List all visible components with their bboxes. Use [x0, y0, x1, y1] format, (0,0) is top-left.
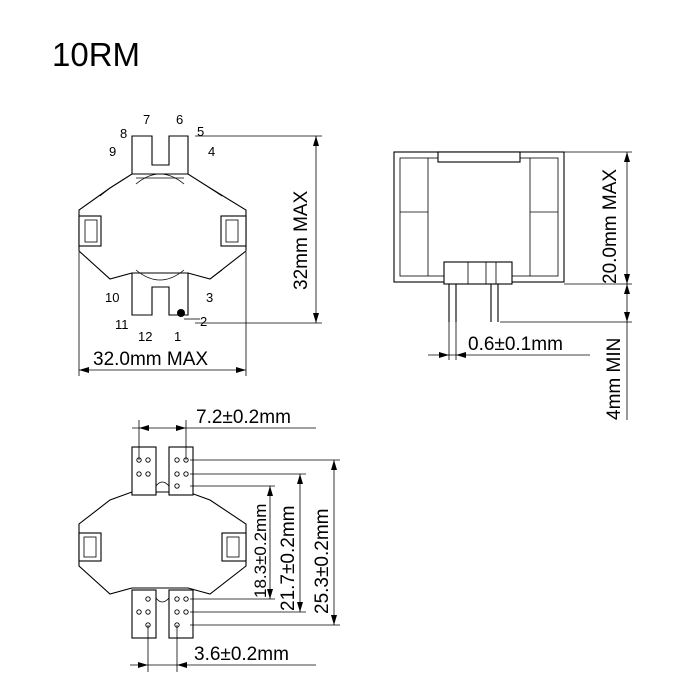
footprint-view: 7.2±0.2mm 18.3±0.2mm 21.7±0.2mm 25.3±0.2… — [78, 407, 340, 672]
footprint-top-notch — [155, 481, 170, 487]
pin-label-11: 11 — [115, 317, 129, 332]
side-view-pinlen-arrows — [624, 284, 630, 322]
top-view: 7 6 8 5 9 4 10 3 2 11 12 1 32mm MAX 32.0… — [78, 112, 322, 376]
footprint-right-tab-inner — [226, 536, 240, 558]
pin-label-10: 10 — [105, 290, 119, 305]
side-view-pins — [448, 284, 499, 322]
top-view-bottom-core-arc — [135, 269, 185, 281]
footprint-top-holes — [136, 457, 189, 489]
top-view-corner-detail — [99, 187, 223, 280]
footprint-top-dim: 7.2±0.2mm — [196, 407, 291, 428]
footprint-body — [78, 491, 247, 595]
top-view-height-dim: 32mm MAX — [291, 190, 312, 290]
pin-label-8: 8 — [120, 126, 127, 141]
footprint-right-tab — [221, 532, 247, 562]
footprint-bottom-right-pad — [168, 589, 194, 639]
footprint-top-right-pad — [168, 446, 194, 496]
footprint-dim-c: 25.3±0.2mm — [312, 509, 333, 614]
side-view-top-clip — [437, 151, 521, 163]
top-view-left-tab — [78, 215, 102, 247]
top-view-top-pin-block — [131, 135, 189, 175]
pin-label-1: 1 — [174, 329, 181, 344]
side-view-pin-header — [443, 261, 513, 285]
side-view-height-dim: 20.0mm MAX — [600, 169, 621, 284]
pin-label-5: 5 — [197, 124, 204, 139]
page-title: 10RM — [52, 36, 141, 73]
side-view-header-dividers — [467, 262, 497, 284]
top-view-right-tab-inner — [225, 219, 239, 243]
side-view: 20.0mm MAX 4mm MIN 0.6±0.1mm — [393, 151, 632, 420]
top-view-top-core-arc — [135, 173, 185, 185]
pin-label-3: 3 — [206, 290, 213, 305]
footprint-top-left-pad — [131, 446, 157, 496]
side-view-pin-arrows — [439, 352, 466, 358]
top-view-left-tab-inner — [84, 219, 98, 243]
pin1-marker-dot — [177, 309, 185, 317]
pin-label-12: 12 — [138, 329, 152, 344]
top-view-right-tab — [220, 215, 247, 247]
top-view-width-dim: 32.0mm MAX — [93, 349, 208, 370]
footprint-top-dim-arrows — [139, 425, 186, 431]
footprint-bottom-left-pad — [131, 589, 157, 639]
footprint-bottom-notch — [155, 597, 170, 603]
pin-label-6: 6 — [176, 112, 183, 127]
footprint-bottom-dim-arrows — [138, 662, 187, 668]
pin-label-4: 4 — [208, 144, 215, 159]
side-view-inner — [399, 157, 559, 277]
pin-label-7: 7 — [143, 112, 150, 127]
side-view-core-lines — [400, 158, 558, 276]
side-view-pin-dim: 0.6±0.1mm — [468, 334, 563, 355]
top-view-bottom-pin-block — [131, 272, 189, 316]
footprint-bottom-dim: 3.6±0.2mm — [194, 644, 289, 665]
footprint-left-tab — [78, 532, 102, 562]
footprint-left-tab-inner — [83, 536, 97, 558]
footprint-dim-a: 18.3±0.2mm — [251, 504, 270, 598]
side-view-pinlen-dim: 4mm MIN — [604, 338, 625, 420]
pin-label-9: 9 — [109, 144, 116, 159]
pin-label-2: 2 — [200, 314, 207, 329]
footprint-dim-b: 21.7±0.2mm — [278, 506, 299, 611]
